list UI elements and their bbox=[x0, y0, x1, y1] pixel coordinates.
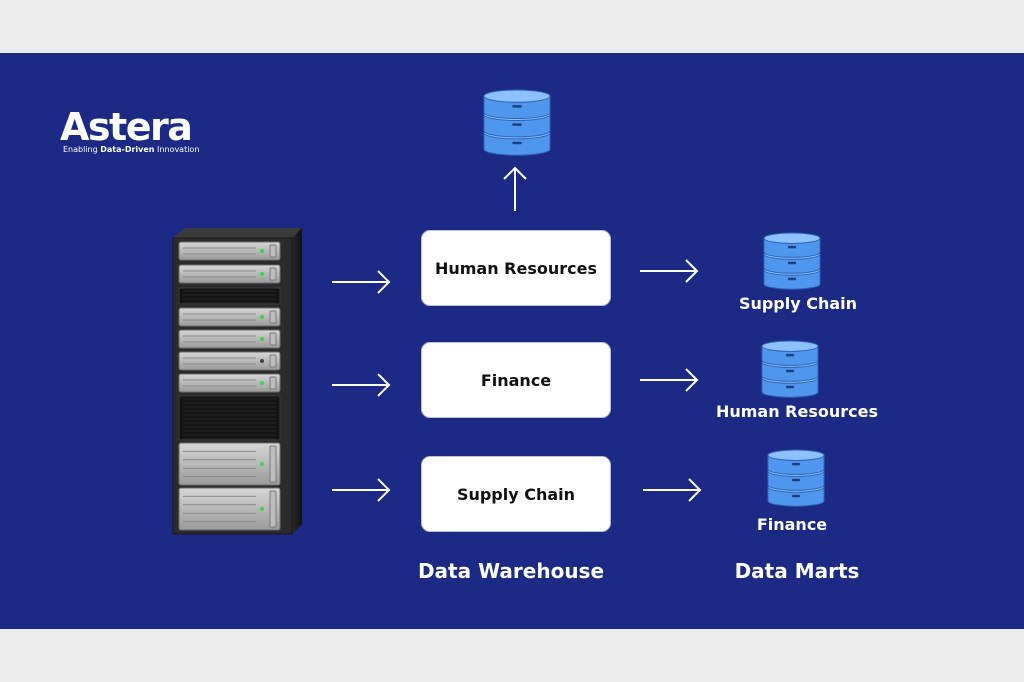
arrow-right-icon bbox=[332, 373, 391, 397]
mart-label-supply-chain: Supply Chain bbox=[738, 294, 858, 313]
arrow-right-icon bbox=[332, 478, 391, 502]
warehouse-box-human-resources: Human Resources bbox=[421, 230, 611, 306]
arrow-right-icon bbox=[640, 368, 699, 392]
database-icon bbox=[761, 340, 819, 398]
warehouse-box-finance: Finance bbox=[421, 342, 611, 418]
arrow-right-icon bbox=[640, 259, 699, 283]
astera-logo: Astera bbox=[60, 105, 193, 149]
warehouse-box-supply-chain: Supply Chain bbox=[421, 456, 611, 532]
arrow-right-icon bbox=[332, 270, 391, 294]
data-warehouse-label: Data Warehouse bbox=[417, 559, 605, 583]
database-icon bbox=[483, 89, 551, 156]
mart-label-finance: Finance bbox=[756, 515, 828, 534]
arrow-right-icon bbox=[643, 478, 702, 502]
data-marts-label: Data Marts bbox=[734, 559, 860, 583]
server-rack-icon bbox=[172, 228, 302, 535]
database-icon bbox=[767, 449, 825, 507]
logo-tagline: Enabling Data-Driven Innovation bbox=[63, 145, 200, 154]
mart-label-human-resources: Human Resources bbox=[715, 402, 879, 421]
database-icon bbox=[763, 232, 821, 290]
arrow-up-icon bbox=[503, 166, 527, 211]
